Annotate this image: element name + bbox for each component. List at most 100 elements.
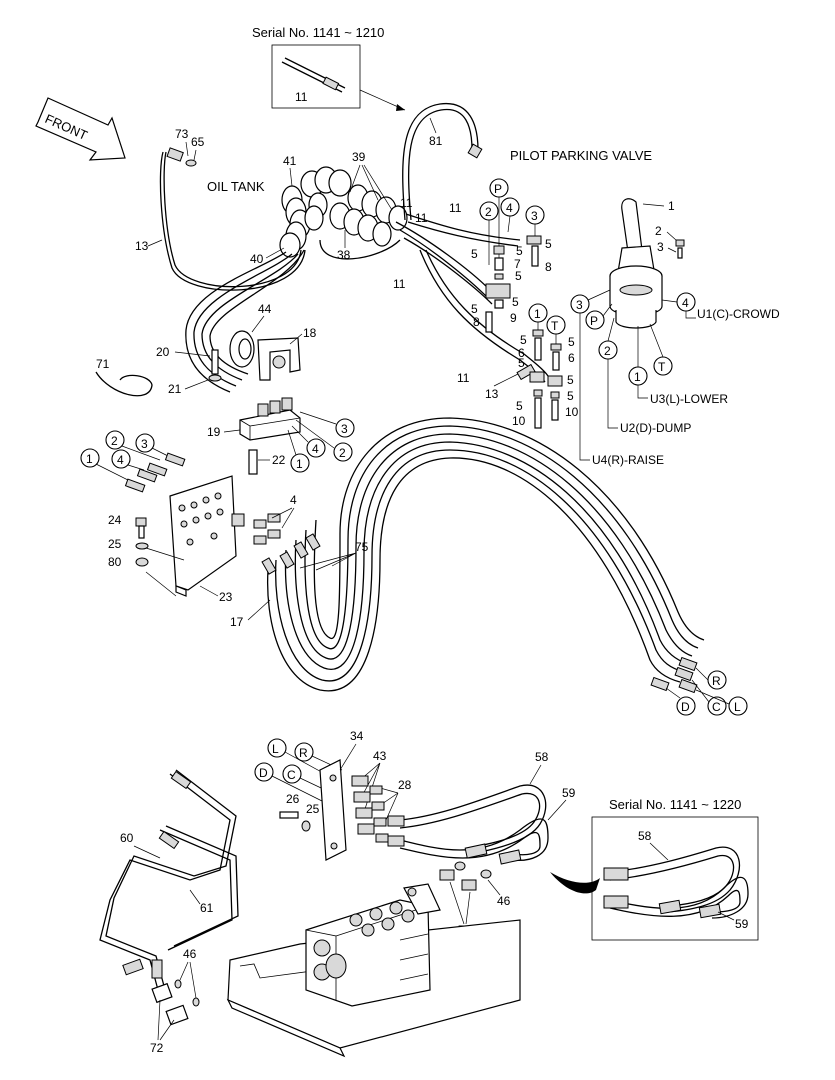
part-39: 39 [352, 150, 366, 164]
svg-text:D: D [681, 700, 690, 714]
bulkhead-plate-assembly: 2 3 1 4 23 24 25 80 4 [80, 430, 297, 604]
svg-text:2: 2 [339, 446, 346, 460]
part-20: 20 [156, 345, 170, 359]
hose-58-end-fitting [387, 815, 405, 827]
bolt-26 [279, 811, 299, 819]
front-arrow: FRONT [35, 97, 126, 161]
bolt-20 [211, 349, 219, 375]
part-26: 26 [286, 792, 300, 806]
inset-top-arrow-head [396, 104, 405, 111]
part-21: 21 [168, 382, 182, 396]
svg-text:4: 4 [682, 296, 689, 310]
part-11-c: 11 [449, 201, 462, 215]
fitting-block-9 [485, 283, 511, 299]
svg-text:T: T [551, 319, 559, 333]
part-4: 4 [290, 493, 297, 507]
svg-text:7: 7 [514, 257, 521, 271]
svg-text:5: 5 [520, 333, 527, 347]
svg-text:3: 3 [576, 298, 583, 312]
svg-text:8: 8 [473, 315, 480, 329]
svg-text:5: 5 [567, 373, 574, 387]
svg-text:C: C [712, 700, 721, 714]
svg-text:R: R [299, 746, 308, 760]
part-22: 22 [272, 453, 286, 467]
callout-arrow-to-inset [550, 872, 600, 894]
svg-text:L: L [272, 742, 279, 756]
part-3: 3 [657, 240, 664, 254]
part-40: 40 [250, 252, 264, 266]
part-11-d: 11 [393, 277, 406, 291]
svg-text:P: P [494, 182, 502, 196]
u2-dump-label: U2(D)-DUMP [620, 421, 691, 435]
u4-raise-label: U4(R)-RAISE [592, 453, 664, 467]
pilot-valve-joystick: 1 2 3 3 P 4 2 1 T U1(C)-CROWD U2(D)-DUMP… [570, 198, 780, 467]
inset-part-58: 58 [638, 829, 652, 843]
part-71: 71 [96, 357, 110, 371]
pilot-port-fittings: P 2 4 3 5 8 5 7 5 5 5 8 5 9 1 T 5 6 [471, 178, 579, 429]
front-arrow-shape [35, 97, 126, 161]
pipe-60 [99, 773, 231, 991]
part-19: 19 [207, 425, 221, 439]
hose-bundle-75: 75 17 R L C D [230, 417, 748, 716]
part-59: 59 [562, 786, 576, 800]
elbow-72-upper [151, 982, 173, 1004]
pipe-61 [159, 829, 233, 951]
valve-body [305, 899, 431, 1007]
svg-text:1: 1 [534, 307, 541, 321]
fittings-43 [351, 775, 375, 835]
pilot-parking-valve-label: PILOT PARKING VALVE [510, 148, 652, 163]
part-11-b: 11 [415, 211, 428, 225]
svg-text:5: 5 [515, 269, 522, 283]
svg-text:5: 5 [516, 244, 523, 258]
svg-text:1: 1 [86, 452, 93, 466]
plate-23 [169, 475, 237, 591]
port-marker-P-valve [585, 310, 605, 330]
part-2: 2 [655, 224, 662, 238]
hose-13-upper [159, 151, 306, 291]
svg-text:5: 5 [545, 237, 552, 251]
svg-text:2: 2 [604, 344, 611, 358]
main-control-valve [226, 883, 521, 1058]
part-44: 44 [258, 302, 272, 316]
inset-elbow-58 [603, 867, 629, 881]
inset-top-frame [271, 44, 361, 109]
svg-text:5: 5 [516, 399, 523, 413]
port-marker-C-hose [707, 696, 727, 716]
part-75: 75 [355, 540, 369, 554]
svg-text:4: 4 [117, 453, 124, 467]
pin-22 [248, 449, 258, 475]
hose-81: 81 [402, 102, 483, 221]
hose-81-fitting [467, 143, 483, 159]
bolt-8-top [531, 245, 539, 267]
fitting-5-top [526, 235, 542, 245]
pipe-6-right [552, 351, 560, 371]
part-17: 17 [230, 615, 244, 629]
svg-text:1: 1 [634, 370, 641, 384]
svg-text:5: 5 [568, 335, 575, 349]
part-80: 80 [108, 555, 122, 569]
pilot-block-assembly: 44 18 20 21 71 19 22 3 2 4 1 [95, 302, 355, 475]
svg-text:6: 6 [568, 351, 575, 365]
hose-13-fitting [516, 363, 536, 381]
part-41: 41 [283, 154, 297, 168]
bracket-18 [257, 337, 301, 381]
part-25: 25 [108, 537, 122, 551]
part-11-e: 11 [457, 371, 470, 385]
valve-spool-end [325, 953, 347, 979]
svg-text:2: 2 [111, 434, 118, 448]
part-34: 34 [350, 729, 364, 743]
u3-lower-label: U3(L)-LOWER [650, 392, 728, 406]
svg-text:3: 3 [531, 209, 538, 223]
svg-text:10: 10 [512, 414, 526, 428]
cable-tie-71 [95, 371, 153, 397]
svg-text:2: 2 [485, 205, 492, 219]
inset-bottom-serial-label: Serial No. 1141 ~ 1220 [609, 797, 741, 812]
svg-text:C: C [287, 768, 296, 782]
bracket-34 [319, 759, 347, 861]
inset-part-59: 59 [735, 917, 749, 931]
inset-bottom-frame [591, 816, 759, 941]
svg-text:6: 6 [518, 346, 525, 360]
joystick-lever [621, 198, 643, 253]
svg-text:D: D [259, 766, 268, 780]
